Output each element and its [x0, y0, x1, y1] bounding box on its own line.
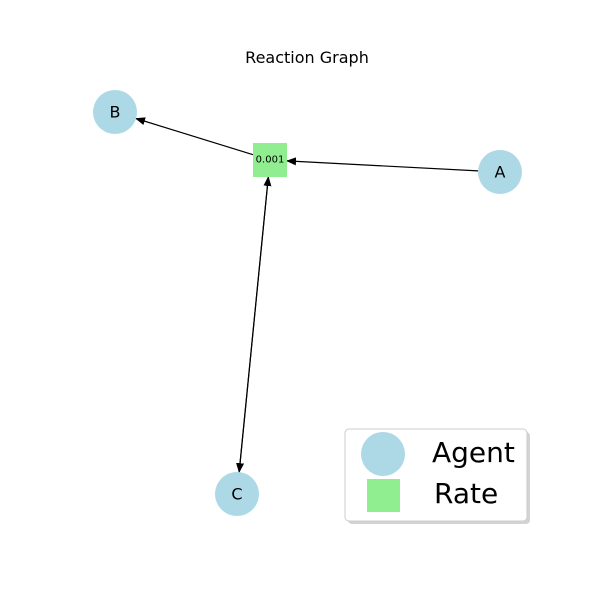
edge-c-to-r1 [238, 176, 272, 473]
legend: Agent Rate [344, 428, 530, 524]
agent-node-label: B [110, 103, 121, 122]
rate-node: 0.001 [253, 143, 287, 177]
graph-title: Reaction Graph [245, 48, 369, 67]
edge-r1-to-b [135, 117, 254, 156]
legend-rate-swatch [367, 479, 400, 512]
rate-node-label: 0.001 [256, 155, 285, 166]
agent-node-shape [478, 150, 522, 194]
edges-layer [135, 117, 479, 474]
nodes-layer: A B C 0.001 [93, 90, 522, 516]
legend-agent-label: Agent [432, 436, 515, 469]
agent-node-shape [215, 472, 259, 516]
rate-node-shape [253, 143, 287, 177]
legend-rate-label: Rate [434, 477, 498, 510]
agent-node-c: C [215, 472, 259, 516]
legend-agent-swatch [361, 432, 405, 476]
agent-node-label: C [231, 485, 242, 504]
agent-node-label: A [495, 163, 506, 182]
edge-a-to-r1 [286, 157, 479, 172]
agent-node-b: B [93, 90, 137, 134]
agent-node-a: A [478, 150, 522, 194]
agent-node-shape [93, 90, 137, 134]
